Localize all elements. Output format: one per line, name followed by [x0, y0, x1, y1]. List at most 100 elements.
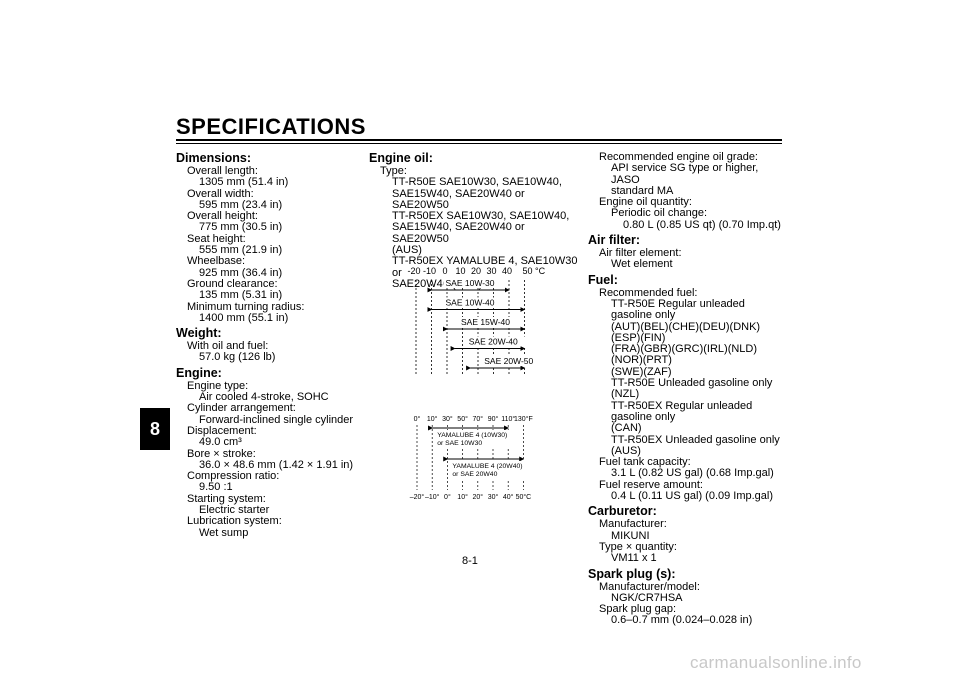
- bottom-tick-label: 0°: [444, 493, 451, 501]
- spec-value: 3.1 L (0.82 US gal) (0.68 Imp.gal): [611, 467, 774, 480]
- column-2: Engine oil: Type: TT-R50E SAE10W30, SAE1…: [369, 152, 579, 290]
- spec-label: Type:: [380, 165, 407, 177]
- spec-label: Compression ratio:: [187, 470, 280, 483]
- oil-type-line: TT-R50EX YAMALUBE 4, SAE10W30 or: [392, 255, 578, 279]
- oil-type-line: SAE20W40 (CAN): [392, 277, 483, 290]
- top-tick-label: 90°: [488, 415, 499, 423]
- dimensions-heading: Dimensions:: [176, 151, 252, 165]
- top-tick-label: 30°: [442, 415, 453, 423]
- spec-label: Displacement:: [187, 424, 257, 437]
- spec-value: Wet sump: [199, 526, 249, 539]
- spec-value: standard MA: [611, 184, 674, 197]
- page-number: 8-1: [462, 555, 478, 567]
- spec-value: NGK/CR7HSA: [611, 591, 683, 604]
- spec-label: Cylinder arrangement:: [187, 402, 296, 415]
- spec-label: Seat height:: [187, 232, 246, 245]
- spec-label: Air filter element:: [599, 247, 682, 260]
- series-label: SAE 10W-40: [446, 298, 495, 308]
- top-tick-label: 50°: [457, 415, 468, 423]
- series-label-bg: [443, 297, 504, 308]
- fuel-line: (SWE)(ZAF): [611, 365, 672, 378]
- spec-label: Fuel tank capacity:: [599, 456, 691, 469]
- series-label-bg: [443, 278, 504, 288]
- carburetor-heading: Carburetor:: [588, 504, 657, 519]
- oil-type-line: TT-R50EX SAE10W30, SAE10W40,: [392, 210, 570, 223]
- spec-value: 49.0 cm³: [199, 436, 242, 449]
- spec-value: 595 mm (23.4 in): [199, 198, 283, 211]
- top-tick-label: 110°: [501, 415, 515, 423]
- spec-label: Engine type:: [187, 379, 249, 392]
- tick-label: -10: [423, 266, 436, 276]
- column-3: Recommended engine oil grade: API servic…: [588, 151, 788, 627]
- series-label: YAMALUBE 4 (10W30): [437, 432, 507, 439]
- spec-value: API service SG type or higher, JASO: [611, 162, 759, 186]
- spec-value: 135 mm (5.31 in): [199, 289, 283, 302]
- bottom-tick-label: 20°: [473, 493, 484, 501]
- tick-label: 50 °C: [523, 266, 546, 276]
- spec-value: Electric starter: [199, 504, 270, 517]
- spec-value: MIKUNI: [611, 529, 650, 542]
- air-filter-heading: Air filter:: [588, 233, 641, 248]
- fuel-line: TT-R50E Regular unleaded gasoline only: [611, 297, 745, 322]
- series-label: SAE 20W-50: [484, 356, 533, 366]
- top-tick-label: 0°: [414, 415, 421, 423]
- spark-plug-heading: Spark plug (s):: [588, 566, 676, 581]
- spec-label: Type × quantity:: [599, 540, 677, 553]
- chapter-tab: 8: [140, 408, 170, 450]
- spec-label: Overall width:: [187, 187, 254, 200]
- spec-value: VM11 x 1: [611, 552, 657, 565]
- engine-oil-heading: Engine oil:: [369, 151, 433, 165]
- spec-label: Manufacturer:: [599, 518, 667, 531]
- oil-type-line: SAE15W40, SAE20W40 or SAE20W50: [392, 221, 525, 245]
- spec-value: 36.0 × 48.6 mm (1.42 × 1.91 in): [199, 458, 354, 471]
- bottom-tick-label: –20°: [410, 493, 425, 501]
- series-label: or SAE 10W30: [437, 440, 482, 447]
- fuel-line: (CAN): [611, 422, 642, 435]
- spec-label: Starting system:: [187, 492, 266, 505]
- spec-label: Bore × stroke:: [187, 447, 256, 460]
- series-label-bg: [482, 356, 543, 366]
- spec-label: Minimum turning radius:: [187, 300, 305, 313]
- yamalube-viscosity-chart: 0°10°30°50°70°90°110°130°F–20°–10°0°10°2…: [410, 415, 533, 501]
- series-label: SAE 10W-30: [446, 278, 495, 288]
- series-label: SAE 20W-40: [469, 337, 518, 347]
- spec-value: 775 mm (30.5 in): [199, 221, 283, 234]
- fuel-line: TT-R50EX Unleaded gasoline only (AUS): [611, 433, 780, 457]
- series-label-bg: [436, 430, 515, 448]
- bottom-tick-label: –10°: [425, 493, 440, 501]
- oil-type-line: (AUS): [392, 244, 422, 257]
- weight-heading: Weight:: [176, 326, 222, 341]
- fuel-heading: Fuel:: [588, 272, 618, 287]
- tick-label: 10: [455, 266, 465, 276]
- spec-label: Periodic oil change:: [611, 207, 708, 220]
- spec-label: Fuel reserve amount:: [599, 478, 703, 491]
- spec-value: 0.80 L (0.85 US qt) (0.70 Imp.qt): [623, 218, 781, 231]
- spec-value: 0.6–0.7 mm (0.024–0.028 in): [611, 614, 753, 627]
- spec-label: Engine oil quantity:: [599, 196, 692, 209]
- tick-label: 0: [442, 266, 447, 276]
- watermark: carmanualsonline.info: [690, 653, 862, 672]
- tick-label: 20: [471, 266, 481, 276]
- series-label-bg: [459, 317, 519, 327]
- spec-label: Recommended fuel:: [599, 286, 698, 299]
- bottom-tick-label: 10°: [457, 493, 468, 501]
- title-rule-thin: [176, 143, 782, 144]
- spec-value: 1400 mm (55.1 in): [199, 311, 289, 324]
- spec-value: Wet element: [611, 258, 673, 271]
- spec-label: Wheelbase:: [187, 255, 246, 268]
- tick-label: 40: [502, 266, 512, 276]
- oil-type-line: SAE15W40, SAE20W40 or SAE20W50: [392, 187, 525, 211]
- series-label-bg: [451, 461, 530, 479]
- column-1: Dimensions: Overall length: 1305 mm (51.…: [176, 152, 366, 539]
- bottom-tick-label: 40°: [503, 493, 514, 501]
- fuel-line: TT-R50EX Regular unleaded gasoline only: [611, 399, 753, 423]
- spec-value: 9.50 :1: [199, 481, 233, 494]
- oil-type-line: TT-R50E SAE10W30, SAE10W40,: [392, 176, 562, 189]
- spec-value: 555 mm (21.9 in): [199, 244, 283, 257]
- series-label: SAE 15W-40: [461, 317, 510, 327]
- series-label: YAMALUBE 4 (20W40): [452, 463, 522, 470]
- top-tick-label: 10°: [427, 415, 438, 423]
- spec-value: 1305 mm (51.4 in): [199, 176, 289, 189]
- spec-value: 57.0 kg (126 lb): [199, 351, 276, 364]
